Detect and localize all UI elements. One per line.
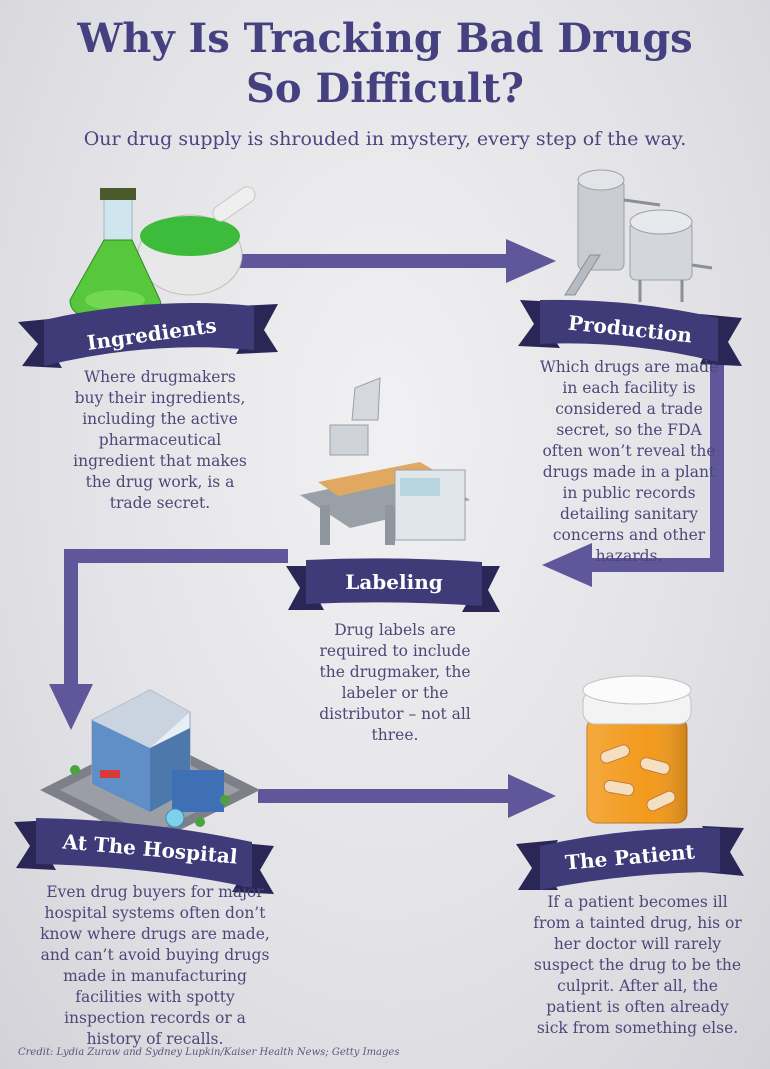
title-line-1: Why Is Tracking Bad Drugs bbox=[77, 15, 693, 62]
ribbon-labeling-label: Labeling bbox=[345, 570, 442, 594]
ribbon-hospital: At The Hospital bbox=[14, 818, 274, 894]
desc-line: pharmaceutical bbox=[98, 431, 222, 449]
desc-line: considered a trade bbox=[555, 400, 703, 418]
desc-line: If a patient becomes ill bbox=[547, 893, 728, 911]
labeling-description: Drug labels are required to include the … bbox=[300, 620, 490, 746]
desc-line: the drugmaker, the bbox=[319, 663, 471, 681]
desc-line: made in manufacturing bbox=[63, 967, 247, 985]
ingredients-description: Where drugmakers buy their ingredients, … bbox=[50, 367, 270, 514]
subtitle: Our drug supply is shrouded in mystery, … bbox=[83, 128, 687, 150]
page-title: Why Is Tracking Bad Drugs So Difficult? bbox=[0, 14, 770, 114]
desc-line: Which drugs are made bbox=[539, 358, 719, 376]
desc-line: from a tainted drug, his or bbox=[533, 914, 742, 932]
desc-line: inspection records or a bbox=[64, 1009, 246, 1027]
desc-line: Even drug buyers for major bbox=[46, 883, 264, 901]
patient-description: If a patient becomes ill from a tainted … bbox=[515, 892, 760, 1039]
desc-line: Drug labels are bbox=[334, 621, 456, 639]
ribbon-production: Production bbox=[518, 299, 742, 366]
arrow-hospital-to-patient bbox=[258, 774, 556, 818]
desc-line: hospital systems often don’t bbox=[44, 904, 266, 922]
desc-line: her doctor will rarely bbox=[553, 935, 722, 953]
arrow-labeling-to-hospital bbox=[49, 549, 288, 730]
desc-line: detailing sanitary bbox=[559, 505, 699, 523]
desc-line: suspect the drug to be the bbox=[533, 956, 742, 974]
desc-line: patient is often already bbox=[546, 998, 729, 1016]
desc-line: buy their ingredients, bbox=[74, 389, 246, 407]
ribbon-labeling: Labeling bbox=[286, 558, 500, 612]
desc-line: distributor – not all bbox=[319, 705, 471, 723]
hospital-description: Even drug buyers for major hospital syst… bbox=[20, 882, 290, 1050]
desc-line: know where drugs are made, bbox=[40, 925, 270, 943]
flask-and-mortar-icon bbox=[69, 186, 256, 319]
ribbon-patient: The Patient bbox=[516, 826, 744, 890]
production-description: Which drugs are made in each facility is… bbox=[520, 357, 738, 567]
desc-line: hazards. bbox=[595, 547, 663, 565]
title-line-2: So Difficult? bbox=[246, 65, 524, 112]
arrow-production-to-labeling bbox=[542, 355, 724, 587]
pill-bottle-icon bbox=[582, 675, 692, 824]
desc-line: including the active bbox=[82, 410, 238, 428]
desc-line: in public records bbox=[562, 484, 696, 502]
production-tanks-icon bbox=[564, 169, 713, 302]
desc-line: Where drugmakers bbox=[84, 368, 236, 386]
desc-line: culprit. After all, the bbox=[557, 977, 718, 995]
desc-line: labeler or the bbox=[341, 684, 449, 702]
hospital-building-icon bbox=[40, 689, 260, 845]
desc-line: secret, so the FDA bbox=[556, 421, 702, 439]
desc-line: concerns and other bbox=[552, 526, 706, 544]
desc-line: drugs made in a plant bbox=[542, 463, 716, 481]
image-credit: Credit: Lydia Zuraw and Sydney Lupkin/Ka… bbox=[18, 1047, 400, 1058]
desc-line: often won’t reveal the bbox=[542, 442, 716, 460]
desc-line: sick from something else. bbox=[536, 1019, 739, 1037]
desc-line: trade secret. bbox=[109, 494, 211, 512]
desc-line: history of recalls. bbox=[86, 1030, 224, 1048]
desc-line: three. bbox=[371, 726, 419, 744]
desc-line: the drug work, is a bbox=[85, 473, 235, 491]
desc-line: facilities with spotty bbox=[75, 988, 235, 1006]
desc-line: ingredient that makes bbox=[73, 452, 247, 470]
desc-line: required to include bbox=[319, 642, 471, 660]
ribbon-ingredients: Ingredients bbox=[18, 303, 278, 368]
desc-line: in each facility is bbox=[562, 379, 696, 397]
arrow-ingredients-to-production bbox=[238, 239, 556, 283]
desc-line: and can’t avoid buying drugs bbox=[40, 946, 270, 964]
labeling-machine-icon bbox=[300, 377, 470, 545]
